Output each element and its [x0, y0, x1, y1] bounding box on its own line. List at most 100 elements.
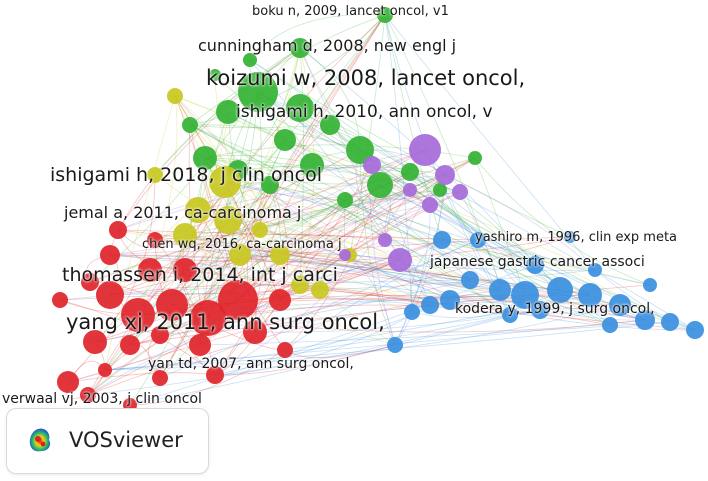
network-node-green[interactable] [216, 100, 240, 124]
network-node-blue[interactable] [404, 304, 420, 320]
network-node-green[interactable] [377, 7, 393, 23]
network-node-purple[interactable] [409, 134, 441, 166]
network-node-yellow[interactable] [209, 166, 241, 198]
network-node-green[interactable] [274, 129, 296, 151]
label-kodera-1999[interactable]: kodera y, 1999, j surg oncol, [455, 301, 655, 317]
network-node-yellow[interactable] [167, 88, 183, 104]
network-node-green[interactable] [193, 146, 217, 170]
network-node-red[interactable] [121, 298, 155, 332]
network-node-red[interactable] [190, 300, 226, 336]
label-koizumi-2008[interactable]: koizumi w, 2008, lancet oncol, [206, 66, 526, 90]
network-node-red[interactable] [98, 363, 112, 377]
network-node-red[interactable] [52, 292, 68, 308]
network-node-green[interactable] [401, 163, 419, 181]
network-node-blue[interactable] [440, 290, 460, 310]
label-verwaal-2003[interactable]: verwaal vj, 2003, j clin oncol [2, 391, 202, 407]
network-node-red[interactable] [81, 273, 99, 291]
network-node-green[interactable] [320, 115, 340, 135]
network-node-purple[interactable] [388, 248, 412, 272]
network-node-green[interactable] [243, 53, 257, 67]
network-node-red[interactable] [206, 366, 224, 384]
network-node-blue[interactable] [502, 307, 518, 323]
network-node-yellow[interactable] [229, 244, 251, 266]
network-node-red[interactable] [138, 258, 162, 282]
network-node-green[interactable] [182, 117, 198, 133]
label-yang-2011[interactable]: yang xj, 2011, ann surg oncol, [66, 310, 385, 334]
label-japanese-gastric-cancer[interactable]: japanese gastric cancer associ [430, 254, 645, 270]
network-node-red[interactable] [83, 330, 107, 354]
network-node-purple[interactable] [339, 249, 351, 261]
network-node-purple[interactable] [403, 183, 417, 197]
network-node-blue[interactable] [564, 231, 576, 243]
network-node-red[interactable] [109, 221, 127, 239]
network-node-yellow[interactable] [252, 222, 268, 238]
network-node-green[interactable] [300, 153, 324, 177]
network-node-red[interactable] [96, 281, 124, 309]
network-node-yellow[interactable] [173, 223, 197, 247]
network-node-purple[interactable] [435, 165, 455, 185]
network-node-yellow[interactable] [270, 245, 290, 265]
network-node-red[interactable] [269, 289, 291, 311]
network-node-yellow[interactable] [311, 281, 329, 299]
label-thomassen-2014[interactable]: thomassen i, 2014, int j carci [62, 264, 338, 286]
label-boku-2009[interactable]: boku n, 2009, lancet oncol, v1 [252, 4, 449, 19]
label-ishigami-2018[interactable]: ishigami h, 2018, j clin oncol [50, 164, 323, 186]
network-node-green[interactable] [367, 172, 393, 198]
network-node-red[interactable] [120, 335, 140, 355]
network-node-blue[interactable] [635, 310, 655, 330]
network-node-green[interactable] [346, 136, 374, 164]
network-node-green[interactable] [468, 151, 482, 165]
network-node-blue[interactable] [588, 263, 602, 277]
network-node-purple[interactable] [363, 156, 381, 174]
network-node-blue[interactable] [433, 231, 451, 249]
network-node-purple[interactable] [452, 184, 468, 200]
network-node-red[interactable] [156, 289, 188, 321]
label-cunningham-2008[interactable]: cunningham d, 2008, new engl j [198, 36, 457, 55]
network-node-red[interactable] [151, 326, 169, 344]
network-node-blue[interactable] [578, 283, 602, 307]
network-link [384, 239, 501, 291]
network-node-blue[interactable] [526, 256, 544, 274]
network-node-yellow[interactable] [147, 167, 163, 183]
network-node-red[interactable] [100, 245, 120, 265]
network-node-red[interactable] [243, 320, 267, 344]
network-node-red[interactable] [57, 371, 79, 393]
network-node-blue[interactable] [470, 232, 486, 248]
label-yan-2007[interactable]: yan td, 2007, ann surg oncol, [148, 356, 354, 372]
label-ishigami-2010[interactable]: ishigami h, 2010, ann oncol, v [236, 102, 493, 122]
network-node-green[interactable] [290, 38, 310, 58]
network-node-blue[interactable] [511, 281, 539, 309]
network-node-red[interactable] [80, 387, 96, 403]
network-node-green[interactable] [261, 176, 279, 194]
network-node-blue[interactable] [421, 296, 439, 314]
network-node-red[interactable] [173, 258, 197, 282]
network-node-green[interactable] [209, 69, 221, 81]
network-node-red[interactable] [147, 232, 163, 248]
network-node-green[interactable] [433, 183, 447, 197]
network-node-red[interactable] [277, 342, 293, 358]
network-node-blue[interactable] [387, 337, 403, 353]
network-node-green[interactable] [286, 94, 314, 122]
network-node-yellow[interactable] [291, 276, 309, 294]
network-node-purple[interactable] [378, 233, 392, 247]
network-node-blue[interactable] [643, 278, 657, 292]
label-jemal-2011[interactable]: jemal a, 2011, ca-carcinoma j [64, 203, 302, 222]
label-chen-2016[interactable]: chen wq, 2016, ca-carcinoma j [142, 237, 342, 252]
network-node-green[interactable] [238, 72, 278, 112]
network-node-red[interactable] [152, 370, 168, 386]
network-node-blue[interactable] [531, 301, 549, 319]
network-node-blue[interactable] [489, 279, 511, 301]
network-node-red[interactable] [218, 280, 258, 320]
network-node-blue[interactable] [461, 271, 479, 289]
network-node-green[interactable] [337, 192, 353, 208]
network-node-blue[interactable] [547, 277, 573, 303]
network-node-blue[interactable] [609, 294, 631, 316]
network-node-red[interactable] [189, 334, 211, 356]
network-node-yellow[interactable] [214, 206, 242, 234]
network-node-yellow[interactable] [185, 197, 211, 223]
network-node-blue[interactable] [661, 313, 679, 331]
network-node-blue[interactable] [602, 317, 618, 333]
network-node-blue[interactable] [686, 321, 704, 339]
network-node-purple[interactable] [422, 197, 438, 213]
label-yashiro-1996[interactable]: yashiro m, 1996, clin exp meta [475, 230, 678, 245]
